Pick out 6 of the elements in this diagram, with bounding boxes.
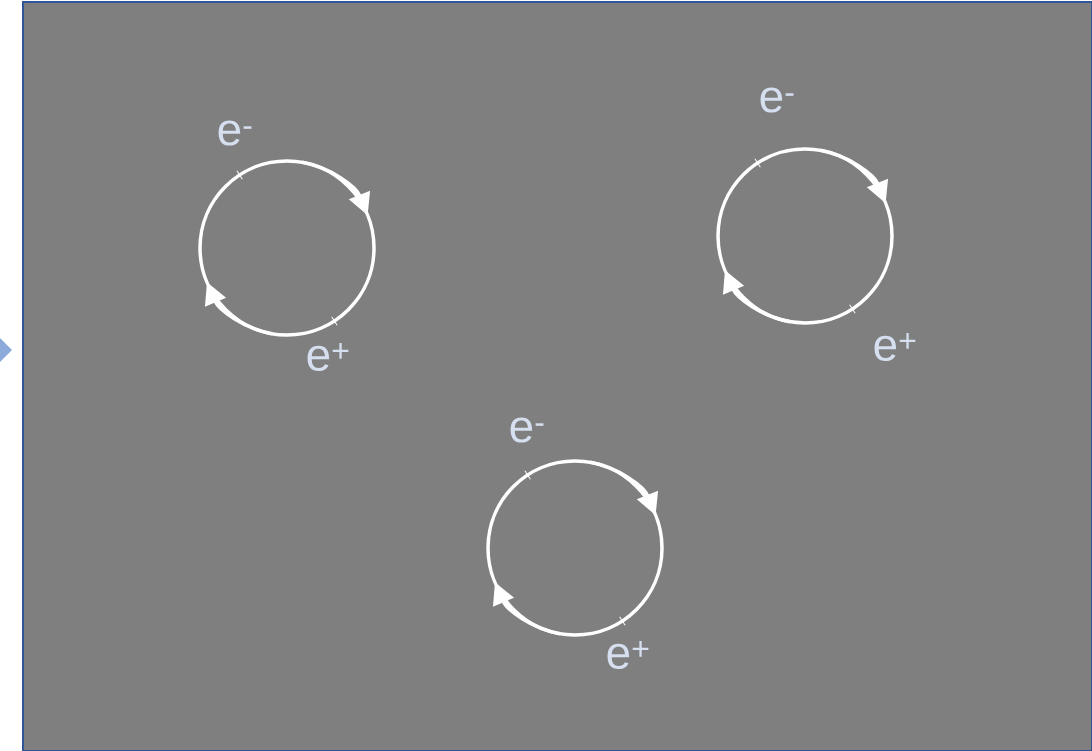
particle-label: e$^{-}$ [218, 120, 252, 146]
particle-label: e$^{-}$ [760, 87, 794, 113]
particle-label: e$^{+}$ [307, 342, 349, 372]
particle-label: e$^{+}$ [607, 640, 649, 670]
particle-label: e$^{+}$ [874, 332, 916, 362]
particle-label: e$^{-}$ [510, 417, 544, 443]
